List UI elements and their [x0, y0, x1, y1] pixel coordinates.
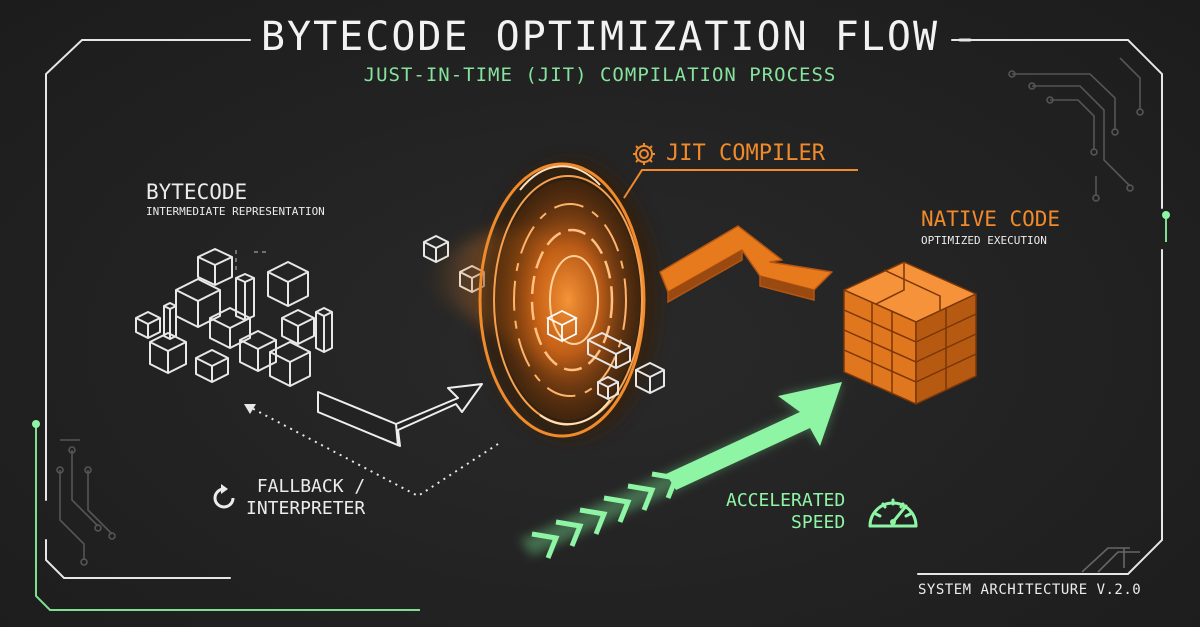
green-node-dot: [32, 420, 40, 428]
green-node-dot: [1162, 211, 1170, 219]
bytecode-block: [267, 261, 309, 307]
fallback-label-line2: INTERPRETER: [246, 498, 366, 519]
speed-label-line2: SPEED: [791, 512, 846, 533]
jit-compiler-lens: [478, 160, 658, 440]
exiting-cube: [597, 376, 619, 400]
outer-frame: [45, 38, 1163, 579]
output-flow-arrow: [659, 225, 833, 304]
speed-arrow: [520, 382, 842, 559]
native-code-heading: NATIVE CODE: [921, 207, 1061, 231]
bytecode-block: [175, 278, 221, 328]
fallback-label-line1: FALLBACK /: [256, 476, 366, 497]
jit-leader-line: [623, 169, 858, 199]
bytecode-caption: INTERMEDIATE REPRESENTATION: [146, 205, 325, 218]
circuit-traces-bottom-right: [1081, 547, 1140, 573]
fallback-arrowhead: [244, 404, 256, 414]
page-title: BYTECODE OPTIMIZATION FLOW: [260, 14, 940, 60]
bytecode-block: [281, 309, 315, 345]
gear-icon: [633, 143, 655, 165]
bytecode-cube-cluster: [135, 248, 333, 387]
exiting-cubes: [587, 332, 665, 400]
circuit-traces-top-right: [1008, 57, 1144, 202]
version-label: SYSTEM ARCHITECTURE V.2.0: [918, 582, 1142, 598]
bytecode-block: [163, 302, 177, 340]
native-code-caption: OPTIMIZED EXECUTION: [921, 234, 1047, 247]
speed-label-line1: ACCELERATED: [726, 490, 846, 511]
bytecode-block: [269, 341, 311, 387]
native-code-block: [843, 261, 977, 405]
bytecode-block: [235, 273, 255, 321]
bytecode-block: [135, 311, 161, 339]
bytecode-block: [197, 248, 233, 286]
bytecode-block: [149, 332, 187, 374]
fallback-label: FALLBACK / INTERPRETER: [246, 476, 365, 520]
bytecode-heading: BYTECODE: [146, 180, 248, 204]
speed-label: ACCELERATED SPEED: [726, 490, 845, 534]
bytecode-block: [315, 307, 333, 353]
jit-compiler-label: JIT COMPILER: [666, 141, 825, 166]
circuit-traces-bottom-left: [56, 439, 116, 566]
exiting-cube: [587, 332, 631, 369]
speedometer-icon: [868, 498, 918, 528]
page-subtitle: JUST-IN-TIME (JIT) COMPILATION PROCESS: [363, 64, 837, 86]
refresh-icon: [213, 484, 235, 509]
input-flow-arrow: [317, 383, 483, 447]
bytecode-block: [239, 330, 277, 372]
bytecode-block: [195, 349, 229, 383]
exiting-cube: [635, 362, 665, 394]
